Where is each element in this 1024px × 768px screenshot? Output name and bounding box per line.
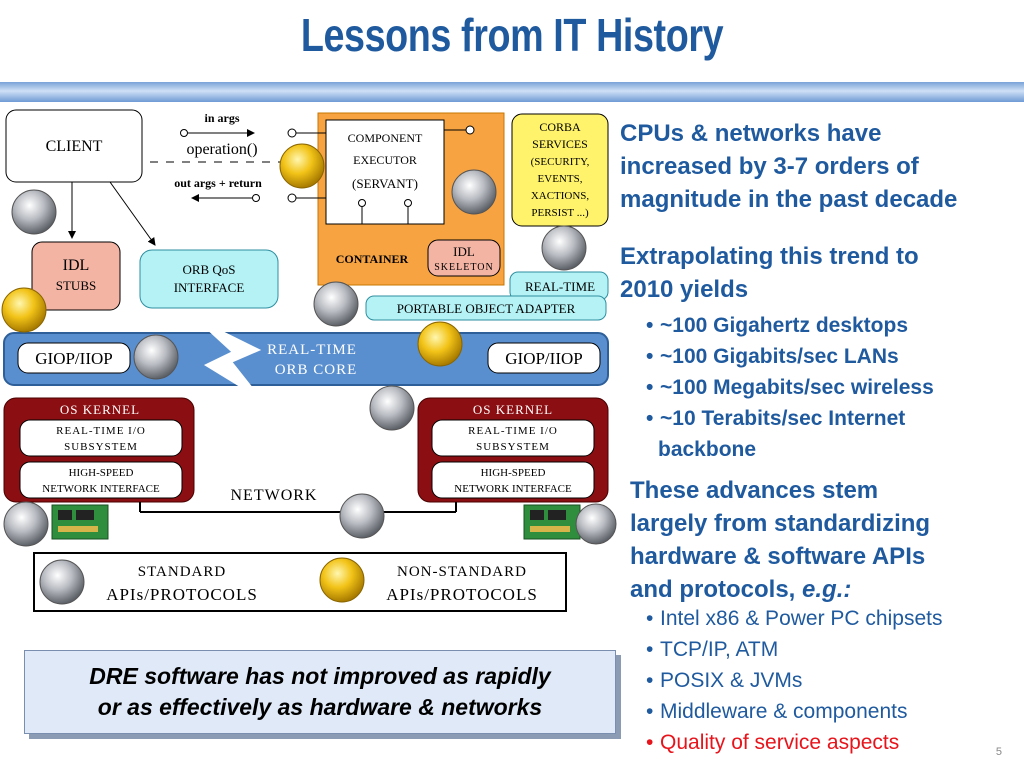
svg-text:PERSIST ...): PERSIST ...) xyxy=(531,207,589,219)
list-item: •~100 Megabits/sec wireless xyxy=(646,376,934,399)
portable-object-adapter xyxy=(365,295,607,321)
svg-text:(SERVANT): (SERVANT) xyxy=(352,176,418,191)
svg-text:operation(): operation() xyxy=(186,141,257,158)
list-item: •POSIX & JVMs xyxy=(646,669,803,692)
list-item: •~10 Terabits/sec Internet xyxy=(646,407,906,430)
list-item: •~100 Gigahertz desktops xyxy=(646,314,909,337)
svg-text:in args: in args xyxy=(204,111,239,125)
svg-text:NETWORK INTERFACE: NETWORK INTERFACE xyxy=(454,483,572,495)
list-item: •Middleware & components xyxy=(646,700,908,723)
idl-stubs xyxy=(31,241,121,311)
middleware-architecture-diagram: REAL-TIME ORB CORE GIOP/IIOP GIOP/IIOP C… xyxy=(1,109,617,612)
page-number: 5 xyxy=(995,746,1002,758)
legend-box xyxy=(33,552,567,612)
svg-text:OS KERNEL: OS KERNEL xyxy=(473,402,553,417)
giop-left xyxy=(17,342,131,374)
svg-text:REAL-TIME: REAL-TIME xyxy=(525,279,595,294)
svg-text:NON-STANDARD: NON-STANDARD xyxy=(397,564,527,580)
svg-text:IDL: IDL xyxy=(453,244,475,259)
svg-text:GIOP/IIOP: GIOP/IIOP xyxy=(35,349,112,368)
list-item: backbone xyxy=(658,438,757,461)
idl-skeleton xyxy=(427,239,501,277)
network-label: NETWORK xyxy=(231,487,318,504)
svg-text:APIs/PROTOCOLS: APIs/PROTOCOLS xyxy=(386,585,538,604)
svg-text:XACTIONS,: XACTIONS, xyxy=(531,190,590,202)
svg-text:COMPONENT: COMPONENT xyxy=(348,131,423,145)
svg-text:HIGH-SPEED: HIGH-SPEED xyxy=(481,467,546,479)
rt-orb-core-line1: REAL-TIME xyxy=(267,342,357,358)
svg-text:SKELETON: SKELETON xyxy=(434,262,493,273)
svg-text:HIGH-SPEED: HIGH-SPEED xyxy=(69,467,134,479)
svg-text:REAL-TIME I/O: REAL-TIME I/O xyxy=(468,425,558,437)
svg-text:STUBS: STUBS xyxy=(56,278,96,293)
paragraph-1: CPUs & networks have increased by 3-7 or… xyxy=(620,120,958,213)
slide-title: Lessons from IT History xyxy=(300,9,724,61)
svg-text:SERVICES: SERVICES xyxy=(532,137,588,151)
svg-text:NETWORK INTERFACE: NETWORK INTERFACE xyxy=(42,483,160,495)
svg-text:EVENTS,: EVENTS, xyxy=(538,173,583,185)
svg-text:APIs/PROTOCOLS: APIs/PROTOCOLS xyxy=(106,585,258,604)
svg-text:CLIENT: CLIENT xyxy=(46,138,103,155)
orb-qos-interface xyxy=(139,249,279,309)
svg-text:IDL: IDL xyxy=(63,257,90,274)
list-item-highlight: •Quality of service aspects xyxy=(646,731,900,754)
bullet-list-1: •~100 Gigahertz desktops •~100 Gigabits/… xyxy=(646,310,934,465)
svg-text:SUBSYSTEM: SUBSYSTEM xyxy=(64,441,138,453)
list-item: •Intel x86 & Power PC chipsets xyxy=(646,607,943,630)
svg-text:SUBSYSTEM: SUBSYSTEM xyxy=(476,441,550,453)
header-banner xyxy=(0,82,1024,102)
giop-right xyxy=(487,342,601,374)
paragraph-3: These advances stem largely from standar… xyxy=(630,477,931,603)
svg-text:STANDARD: STANDARD xyxy=(138,564,226,580)
svg-text:OS KERNEL: OS KERNEL xyxy=(60,402,140,417)
nic-board-right xyxy=(523,504,581,540)
svg-text:out args + return: out args + return xyxy=(174,176,262,190)
os-kernel-left: OS KERNEL REAL-TIME I/O SUBSYSTEM HIGH-S… xyxy=(3,397,195,503)
rt-orb-core-line2: ORB CORE xyxy=(275,362,358,378)
svg-text:REAL-TIME I/O: REAL-TIME I/O xyxy=(56,425,146,437)
callout-box: DRE software has not improved as rapidly… xyxy=(24,650,616,734)
os-kernel-right: OS KERNEL REAL-TIME I/O SUBSYSTEM HIGH-S… xyxy=(417,397,609,503)
list-item: •TCP/IP, ATM xyxy=(646,638,779,661)
client-box xyxy=(5,109,143,183)
svg-text:INTERFACE: INTERFACE xyxy=(174,280,245,295)
callout-line-2: or as effectively as hardware & networks xyxy=(97,694,543,720)
svg-text:CORBA: CORBA xyxy=(539,120,581,134)
svg-text:ORB QoS: ORB QoS xyxy=(182,262,235,277)
svg-text:CONTAINER: CONTAINER xyxy=(336,252,409,266)
svg-text:GIOP/IIOP: GIOP/IIOP xyxy=(505,349,582,368)
svg-text:EXECUTOR: EXECUTOR xyxy=(353,153,417,167)
nic-board-left xyxy=(51,504,109,540)
svg-text:PORTABLE OBJECT ADAPTER: PORTABLE OBJECT ADAPTER xyxy=(397,301,576,316)
list-item: •~100 Gigabits/sec LANs xyxy=(646,345,899,368)
callout-line-1: DRE software has not improved as rapidly xyxy=(89,663,551,689)
component-executor xyxy=(325,119,445,225)
paragraph-2: Extrapolating this trend to 2010 yields xyxy=(620,243,919,303)
svg-text:(SECURITY,: (SECURITY, xyxy=(531,156,590,168)
bullet-list-2: •Intel x86 & Power PC chipsets •TCP/IP, … xyxy=(646,603,942,758)
